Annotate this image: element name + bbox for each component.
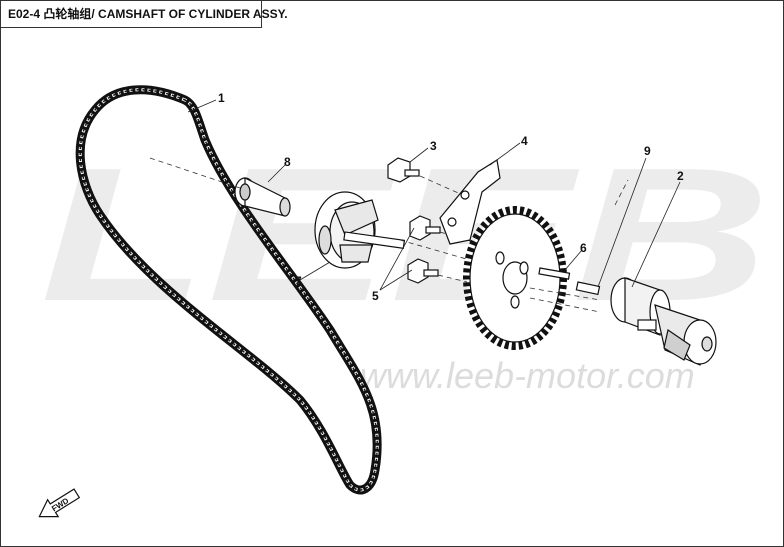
callouts: 1 2 3 4 5 6 7 8 9: [218, 91, 684, 303]
callout-7: 7: [295, 274, 302, 288]
callout-8: 8: [284, 155, 291, 169]
callout-2: 2: [677, 169, 684, 183]
leader-lines: [187, 99, 681, 291]
callout-3: 3: [430, 139, 437, 153]
callout-1: 1: [218, 91, 225, 105]
camshaft: [610, 277, 717, 366]
callout-5: 5: [372, 289, 379, 303]
lock-plate: [439, 159, 501, 245]
bolt-3: [387, 157, 420, 183]
callout-9: 9: [644, 144, 651, 158]
cam-sprocket: [463, 206, 567, 350]
decompressor-assembly: [314, 191, 406, 269]
chain-pin: [234, 177, 291, 217]
page-title: E02-4 凸轮轴组/ CAMSHAFT OF CYLINDER ASSY.: [0, 0, 288, 28]
watermark-url: www.leeb-motor.com: [360, 355, 695, 396]
pin-9: [575, 281, 601, 296]
dowel-pin: [538, 267, 571, 280]
callout-4: 4: [521, 134, 528, 148]
callout-6: 6: [580, 241, 587, 255]
timing-chain: [75, 85, 382, 495]
fwd-arrow: FWD: [38, 488, 81, 518]
bolts-5: [407, 215, 441, 284]
